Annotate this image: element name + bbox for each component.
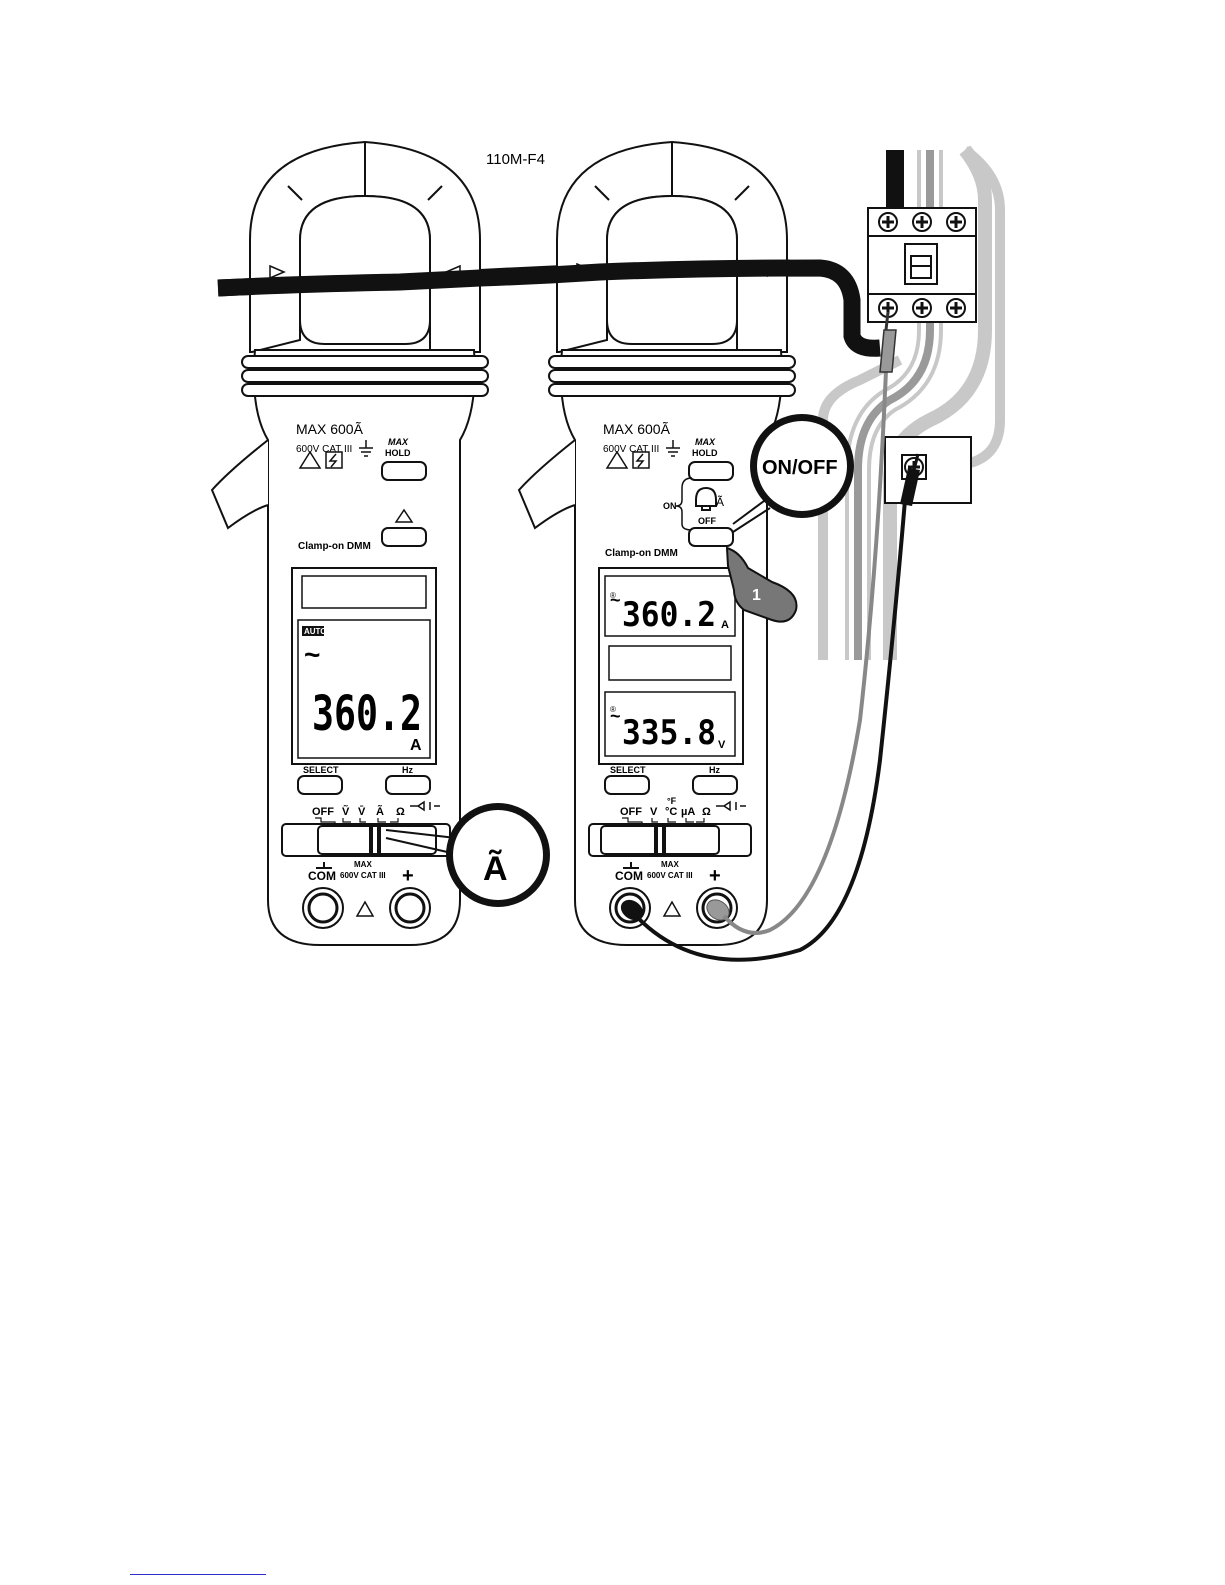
select-button[interactable] <box>605 776 649 794</box>
callout-aca-symbol: Ã <box>483 850 508 888</box>
lightning-icon <box>633 452 649 468</box>
dial-label-fahrenheit: °F <box>667 796 677 806</box>
lcd-top-unit: A <box>721 619 729 631</box>
dial-label-off: OFF <box>312 806 334 818</box>
select-button[interactable] <box>298 776 342 794</box>
max-label: MAX <box>695 437 716 447</box>
dial-label-celsius: °C <box>665 806 677 818</box>
circuit-breaker <box>868 208 976 322</box>
lcd-reading: 360.2 <box>312 686 422 742</box>
lcd-unit: A <box>410 737 422 754</box>
lcd-middle-window <box>609 646 731 680</box>
figure-label: 110M-F4 <box>486 151 545 168</box>
bell-icon <box>696 488 716 510</box>
dial-label-ohm: Ω <box>702 806 711 818</box>
step-number: 1 <box>752 587 761 604</box>
dial-label-acv: Ṽ <box>342 805 350 818</box>
bell-aca-symbol: Ã <box>716 495 724 509</box>
dial-label-volt: V <box>650 806 658 818</box>
function-slider-knob[interactable] <box>601 826 719 854</box>
hold-button[interactable] <box>382 462 426 480</box>
meter-left: MAX 600Ã 600V CAT III MAX HOLD Clamp-on … <box>212 142 550 945</box>
hold-label: HOLD <box>385 448 411 458</box>
triangle-button[interactable] <box>382 528 426 546</box>
cat-label: 600V CAT III <box>296 444 352 455</box>
on-label: ON <box>663 501 677 511</box>
rating-label: MAX 600Ã <box>603 421 671 437</box>
lightning-icon <box>326 452 342 468</box>
select-label: SELECT <box>303 765 339 775</box>
lcd-bottom-reading: 335.8 <box>622 713 716 753</box>
lcd-bottom-ac-symbol: ~ <box>610 706 621 726</box>
plus-label: + <box>402 865 414 887</box>
hz-button[interactable] <box>386 776 430 794</box>
com-label: COM <box>308 869 336 883</box>
hold-label: HOLD <box>692 448 718 458</box>
brand-label: Clamp-on DMM <box>298 541 371 552</box>
hz-label: Hz <box>709 765 720 775</box>
jack-cat-label: 600V CAT III <box>647 871 693 880</box>
footer-link-underline <box>130 1574 266 1575</box>
jack-cat-label: 600V CAT III <box>340 871 386 880</box>
com-label: COM <box>615 869 643 883</box>
jack-max-label: MAX <box>354 860 372 869</box>
lcd-top-ac-symbol: ~ <box>610 590 621 610</box>
hz-label: Hz <box>402 765 413 775</box>
lcd-top-window <box>302 576 426 608</box>
rating-label: MAX 600Ã <box>296 421 364 437</box>
dial-label-aca: Ã <box>376 805 384 818</box>
off-label: OFF <box>698 516 716 526</box>
dial-label-off: OFF <box>620 806 642 818</box>
brand-label: Clamp-on DMM <box>605 548 678 559</box>
dial-label-microamp: µA <box>681 806 695 818</box>
lcd-top-reading: 360.2 <box>622 595 716 635</box>
hold-button[interactable] <box>689 462 733 480</box>
callout-on-off-label: ON/OFF <box>762 457 838 479</box>
lcd-bottom-unit: V <box>718 739 726 751</box>
on-off-button[interactable] <box>689 528 733 546</box>
max-label: MAX <box>388 437 409 447</box>
lcd-auto-badge: AUTO <box>304 627 327 636</box>
select-label: SELECT <box>610 765 646 775</box>
lcd-ac-symbol: ~ <box>304 639 320 670</box>
plus-label: + <box>709 865 721 887</box>
hz-button[interactable] <box>693 776 737 794</box>
dial-label-dcv: V̄ <box>358 806 366 818</box>
jack-max-label: MAX <box>661 860 679 869</box>
cat-label: 600V CAT III <box>603 444 659 455</box>
junction-box <box>885 437 971 503</box>
dial-label-ohm: Ω <box>396 806 405 818</box>
